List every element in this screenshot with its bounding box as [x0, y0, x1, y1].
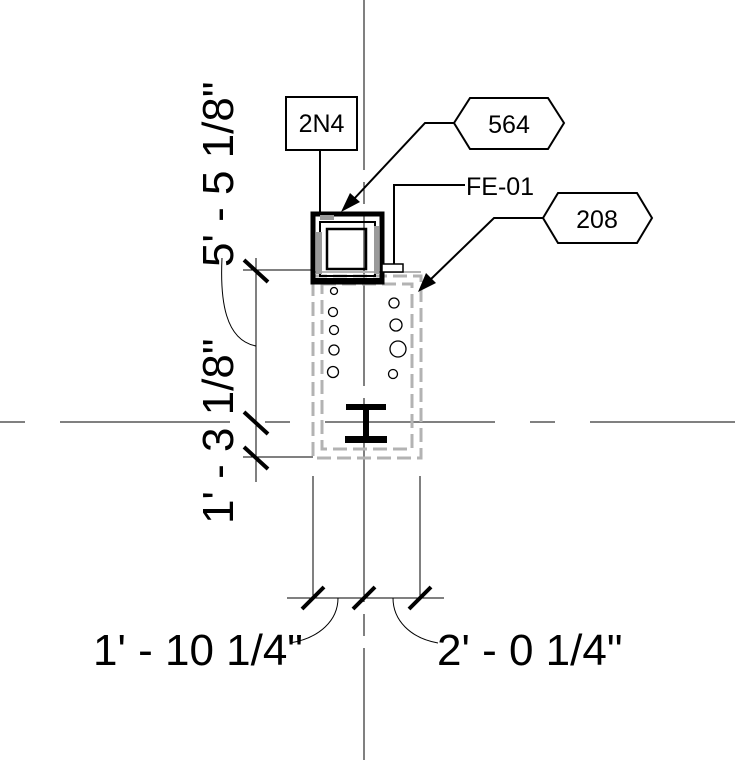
fe01-clip [381, 263, 404, 273]
dimension-vertical-upper: 5' - 5 1/8" [194, 82, 243, 267]
tag-label: 2N4 [299, 110, 345, 138]
callout-leader [429, 217, 543, 281]
callout-564[interactable]: 564 [341, 97, 566, 212]
dimension-leader-arc [221, 257, 257, 347]
horizontal-dimensions: 1' - 10 1/4" 2' - 0 1/4" [93, 476, 622, 675]
tube-bottom-plate [313, 278, 382, 284]
tube-core [325, 227, 368, 271]
dimension-leader-arc [392, 597, 439, 644]
anchor-hole [389, 318, 403, 332]
callout-208[interactable]: 208 [418, 192, 654, 292]
tube-grey-fill-top [320, 215, 334, 220]
dimension-vertical-lower: 1' - 3 1/8" [194, 339, 243, 524]
beam-bottom-flange [345, 436, 387, 443]
dimension-tick [242, 445, 270, 471]
tube-grey-fill-right [374, 226, 379, 274]
dimension-tick [351, 585, 377, 611]
anchor-hole [329, 286, 339, 296]
anchor-hole [326, 365, 340, 379]
dimension-horizontal-left: 1' - 10 1/4" [93, 626, 303, 675]
callout-arrowhead [418, 273, 436, 292]
tube-steel-member [310, 211, 404, 285]
callout-leader [352, 122, 454, 201]
callout-hexagon [541, 192, 654, 244]
beam-web [363, 404, 369, 442]
dimension-horizontal-right: 2' - 0 1/4" [437, 626, 622, 675]
note-label: FE-01 [466, 173, 534, 201]
anchor-hole [327, 306, 339, 318]
anchor-hole [389, 340, 407, 358]
dimension-leader-arc [289, 597, 339, 644]
callout-label: 208 [576, 206, 618, 234]
anchor-hole [388, 297, 400, 309]
detail-tag-2n4[interactable]: 2N4 [285, 96, 358, 214]
callout-hexagon [452, 97, 566, 150]
anchor-hole [387, 368, 399, 380]
dimension-tick [242, 258, 270, 284]
note-leader [393, 184, 465, 264]
anchor-hole [328, 344, 340, 356]
anchor-holes [326, 286, 407, 380]
dimension-tick [300, 585, 326, 611]
steel-beam-section [345, 404, 387, 443]
dimension-tick [242, 410, 270, 436]
dimension-tick [407, 585, 433, 611]
tube-grey-fill-left [316, 232, 322, 274]
note-fe-01[interactable]: FE-01 [393, 173, 534, 264]
vertical-dimensions: 5' - 5 1/8" 1' - 3 1/8" [194, 82, 313, 524]
anchor-hole [328, 324, 340, 336]
callout-label: 564 [488, 111, 530, 139]
tag-box [285, 96, 358, 151]
callout-arrowhead [341, 193, 360, 212]
